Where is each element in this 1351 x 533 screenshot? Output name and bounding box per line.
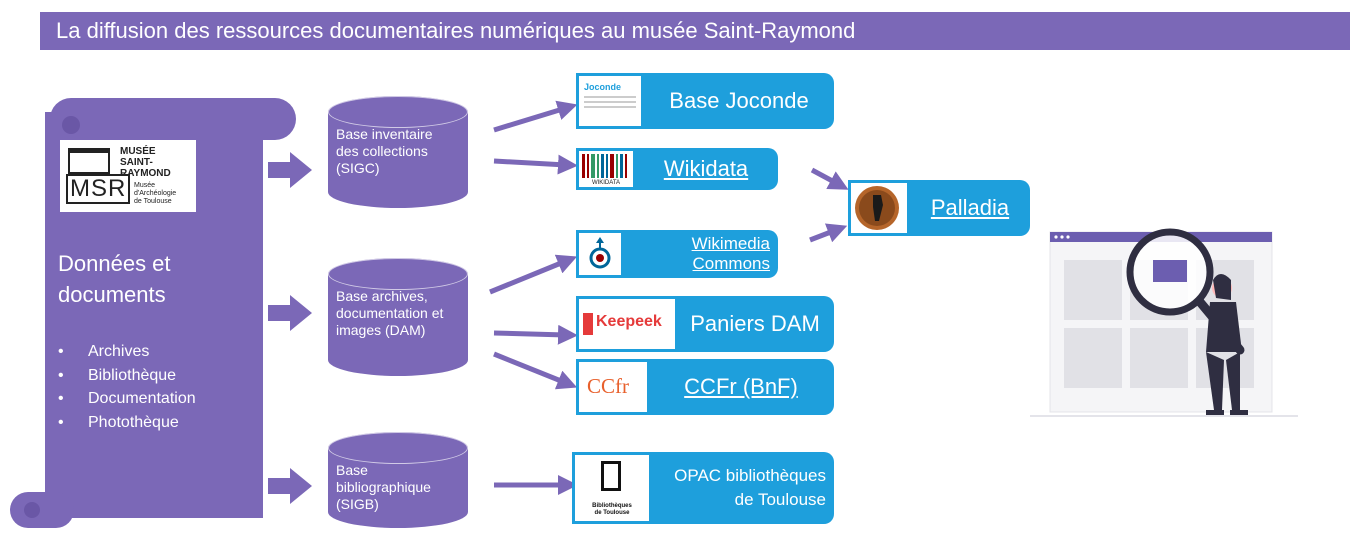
database-dam-label: Base archives, documentation et images (…	[336, 288, 444, 338]
source-item-documentation: Documentation	[58, 387, 196, 411]
wikidata-logo-text: WIKIDATA	[591, 180, 621, 186]
target-ccfr[interactable]: CCfr CCFr (BnF)	[576, 359, 834, 415]
palladia-logo	[851, 183, 907, 233]
ccfr-logo: CCfr	[579, 362, 647, 412]
arrow-dam-to-commons	[489, 254, 578, 295]
ccfr-logo-text: CCfr	[587, 374, 629, 398]
source-heading: Données et documents	[58, 251, 171, 307]
arrow-dam-to-keepeek	[493, 324, 578, 345]
wikidata-barcode-icon	[582, 154, 627, 178]
source-item-phototheque: Photothèque	[58, 411, 196, 435]
target-ccfr-label[interactable]: CCFr (BnF)	[684, 374, 798, 399]
opac-logo: Bibliothèques de Toulouse	[575, 455, 649, 521]
target-commons[interactable]: Wikimedia Commons	[576, 230, 778, 278]
arrow-sigc-to-joconde	[493, 100, 578, 133]
target-palladia[interactable]: Palladia	[848, 180, 1030, 236]
joconde-logo: Joconde	[579, 76, 641, 126]
source-item-bibliotheque: Bibliothèque	[58, 364, 196, 388]
wikimedia-commons-icon	[589, 237, 611, 269]
msr-logo-name: MUSÉE SAINT- RAYMOND	[120, 146, 171, 179]
search-illustration	[1030, 228, 1298, 417]
keepeek-lighthouse-icon	[583, 313, 593, 335]
target-opac-label: OPAC bibliothèques de Toulouse	[674, 466, 826, 509]
msr-logo: MSR MUSÉE SAINT- RAYMOND Musée d'Archéol…	[60, 140, 196, 212]
source-list: Archives Bibliothèque Documentation Phot…	[58, 340, 196, 434]
wikidata-logo: WIKIDATA	[579, 151, 633, 187]
database-dam: Base archives, documentation et images (…	[328, 258, 468, 376]
commons-logo	[579, 233, 621, 275]
keepeek-logo-text: Keepeek	[596, 313, 662, 330]
arrow-sigc-to-wikidata	[493, 154, 578, 175]
arrow-scroll-to-sigb	[268, 468, 312, 504]
database-sigb-label: Base bibliographique (SIGB)	[336, 462, 431, 512]
arrow-wikidata-to-palladia	[810, 167, 849, 190]
database-sigc: Base inventaire des collections (SIGC)	[328, 96, 468, 208]
keepeek-logo: Keepeek	[579, 299, 675, 349]
database-sigc-label: Base inventaire des collections (SIGC)	[336, 126, 433, 176]
target-wikidata[interactable]: WIKIDATA Wikidata	[576, 148, 778, 190]
target-wikidata-label[interactable]: Wikidata	[663, 156, 749, 181]
target-joconde: Joconde Base Joconde	[576, 73, 834, 129]
bibliotheques-toulouse-icon	[601, 461, 621, 491]
arrow-scroll-to-sigc	[268, 152, 312, 188]
scroll-bottom-roll	[10, 492, 74, 528]
msr-letters: MSR	[66, 174, 131, 204]
arrow-dam-to-ccfr	[493, 351, 578, 390]
palladia-coin-icon	[855, 186, 899, 230]
page-title: La diffusion des ressources documentaire…	[40, 12, 1350, 50]
arrow-scroll-to-dam	[268, 295, 312, 331]
opac-logo-text: Bibliothèques de Toulouse	[592, 503, 632, 516]
target-keepeek-label: Paniers DAM	[690, 311, 820, 336]
msr-logo-subtitle: Musée d'Archéologie de Toulouse	[134, 182, 177, 205]
target-joconde-label: Base Joconde	[669, 88, 809, 113]
target-keepeek: Keepeek Paniers DAM	[576, 296, 834, 352]
target-opac: Bibliothèques de Toulouse OPAC bibliothè…	[572, 452, 834, 524]
scroll-curl-bottom	[24, 502, 40, 518]
arrow-commons-to-palladia	[809, 223, 848, 243]
joconde-logo-text: Joconde	[584, 82, 622, 92]
source-item-archives: Archives	[58, 340, 196, 364]
scroll-curl	[62, 116, 80, 134]
museum-building-icon	[68, 148, 110, 174]
database-sigb: Base bibliographique (SIGB)	[328, 432, 468, 528]
target-commons-label[interactable]: Wikimedia Commons	[691, 234, 770, 273]
target-palladia-label[interactable]: Palladia	[930, 195, 1010, 220]
